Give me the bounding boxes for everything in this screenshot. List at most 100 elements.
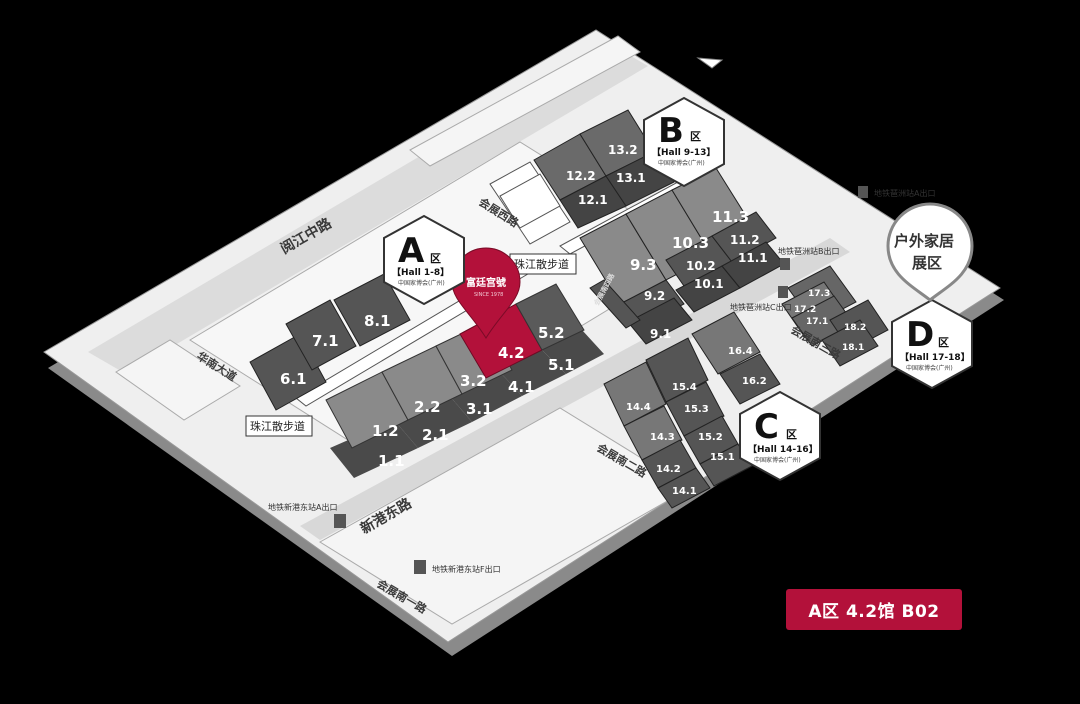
white-deck-2 <box>499 173 561 229</box>
zone-c-halls-label: 【Hall 14-16】 <box>748 444 818 455</box>
hall-label-1-2: 1.2 <box>372 422 399 440</box>
zone-b-sub: 中国家博会(广州) <box>658 159 705 167</box>
location-badge: A区 4.2馆 B02 <box>786 589 962 630</box>
zone-c-qu: 区 <box>786 428 797 441</box>
hall-label-6-1: 6.1 <box>280 370 307 388</box>
hall-base-5-1 <box>542 330 604 374</box>
zone-label-a: A 区 【Hall 1-8】 中国家博会(广州) <box>383 214 465 306</box>
hall-label-1-1: 1.1 <box>378 452 405 470</box>
block-west-1 <box>115 339 241 421</box>
zone-d-halls-label: 【Hall 17-18】 <box>900 352 970 363</box>
hall-9-1 <box>627 297 693 345</box>
zone-b-qu: 区 <box>690 130 701 143</box>
hall-label-4-1: 4.1 <box>508 378 535 396</box>
zone-d-halls <box>781 265 889 367</box>
hall-label-14-4: 14.4 <box>626 402 651 413</box>
hall-label-12-1: 12.1 <box>578 193 608 207</box>
hall-label-7-1: 7.1 <box>312 332 339 350</box>
metro-icon-xingang-a <box>334 514 346 528</box>
outdoor-zone-pin: 户外家居 展区 <box>886 202 974 302</box>
hall-label-18-1: 18.1 <box>842 343 864 353</box>
hall-label-5-1: 5.1 <box>548 356 575 374</box>
outdoor-zone-line1: 户外家居 <box>894 232 954 250</box>
hall-18-1 <box>821 319 879 367</box>
street-band-south <box>300 238 850 540</box>
zone-a-qu: 区 <box>430 252 441 265</box>
hall-label-11-1: 11.1 <box>738 251 768 265</box>
zone-d-sub: 中国家博会(广州) <box>906 364 953 372</box>
walkway-callout-left-label: 珠江散步道 <box>250 419 305 433</box>
hall-label-9-1: 9.1 <box>650 327 671 341</box>
metro-exits: 地铁琶洲站A出口 地铁琶洲站B出口 地铁琶洲站C出口 地铁新港东站A出口 地铁新… <box>268 186 935 574</box>
metro-label-xingang-f: 地铁新港东站F出口 <box>432 564 501 574</box>
zone-d-letter: D <box>906 315 934 355</box>
zone-a-letter: A <box>398 231 425 271</box>
zone-a-hexagon <box>383 214 465 306</box>
hall-16-4 <box>691 311 761 375</box>
hall-8-1 <box>333 273 411 347</box>
zone-d-hexagon <box>891 298 973 390</box>
hall-label-9-3: 9.3 <box>630 256 657 274</box>
hall-label-14-1: 14.1 <box>672 486 697 497</box>
hall-label-17-2: 17.2 <box>794 305 816 315</box>
marker-sub: SINCE 1978 <box>474 292 503 298</box>
hall-label-2-1: 2.1 <box>422 426 449 444</box>
hall-label-10-2: 10.2 <box>686 259 716 273</box>
hall-b-side-strip <box>589 279 641 329</box>
north-arrow-shape <box>696 57 724 69</box>
location-pin-icon <box>451 247 521 339</box>
white-deck-stack <box>489 161 571 245</box>
walkway-callout-right: 珠江散步道 <box>509 253 577 275</box>
hall-11-2 <box>711 211 777 263</box>
zone-b-halls-label: 【Hall 9-13】 <box>652 147 715 158</box>
hall-base-2-1 <box>394 394 472 448</box>
hall-label-16-4: 16.4 <box>728 346 753 357</box>
hall-7-1 <box>285 299 357 371</box>
hall-label-13-1: 13.1 <box>616 171 646 185</box>
hall-label-12-2: 12.2 <box>566 169 596 183</box>
zone-c-halls <box>603 311 781 509</box>
hall-label-15-4: 15.4 <box>672 382 697 393</box>
metro-icon-pazhou-b <box>780 258 790 270</box>
street-band-north <box>88 44 648 374</box>
zone-c-hexagon <box>739 390 821 482</box>
hall-label-15-1: 15.1 <box>710 452 735 463</box>
outdoor-zone-pin-icon <box>886 202 974 302</box>
zone-a-halls-label: 【Hall 1-8】 <box>392 267 449 278</box>
hall-label-2-2: 2.2 <box>414 398 441 416</box>
zone-b-hexagon <box>643 96 725 188</box>
hall-base-3-1 <box>448 370 522 422</box>
hall-label-3-1: 3.1 <box>466 400 493 418</box>
hall-base-4-1 <box>498 350 566 396</box>
location-badge-label: A区 4.2馆 B02 <box>808 602 940 622</box>
metro-label-pazhou-a: 地铁琶洲站A出口 <box>874 188 935 198</box>
north-arrow-icon <box>696 57 724 69</box>
zone-a-sub: 中国家博会(广州) <box>398 279 445 287</box>
walkway-callout-left: 珠江散步道 <box>245 415 313 437</box>
hall-label-10-3: 10.3 <box>672 234 709 252</box>
hall-label-18-2: 18.2 <box>844 323 866 333</box>
hall-label-11-3: 11.3 <box>712 208 749 226</box>
hall-16-2 <box>719 353 781 405</box>
hall-label-9-2: 9.2 <box>644 289 665 303</box>
block-north-b <box>409 35 641 167</box>
hall-label-8-1: 8.1 <box>364 312 391 330</box>
zone-c-sub: 中国家博会(广州) <box>754 456 801 464</box>
hall-14-4 <box>603 361 667 427</box>
hall-14-1 <box>657 467 711 509</box>
hall-15-4 <box>645 337 709 403</box>
metro-icon-pazhou-a <box>858 186 868 198</box>
hall-label-17-3: 17.3 <box>808 289 830 299</box>
zone-a-halls <box>249 273 604 478</box>
hall-label-5-2: 5.2 <box>538 324 565 342</box>
zone-c-letter: C <box>754 407 779 447</box>
hall-label-17-1: 17.1 <box>806 317 828 327</box>
metro-label-pazhou-c: 地铁琶洲站C出口 <box>730 302 792 312</box>
hall-label-14-2: 14.2 <box>656 464 681 475</box>
hall-label-16-2: 16.2 <box>742 376 767 387</box>
metro-label-xingang-a: 地铁新港东站A出口 <box>268 502 337 512</box>
zone-label-b: B 区 【Hall 9-13】 中国家博会(广州) <box>643 96 725 188</box>
metro-icon-pazhou-c <box>778 286 788 298</box>
hall-label-14-3: 14.3 <box>650 432 675 443</box>
zone-b-letter: B <box>658 111 684 151</box>
